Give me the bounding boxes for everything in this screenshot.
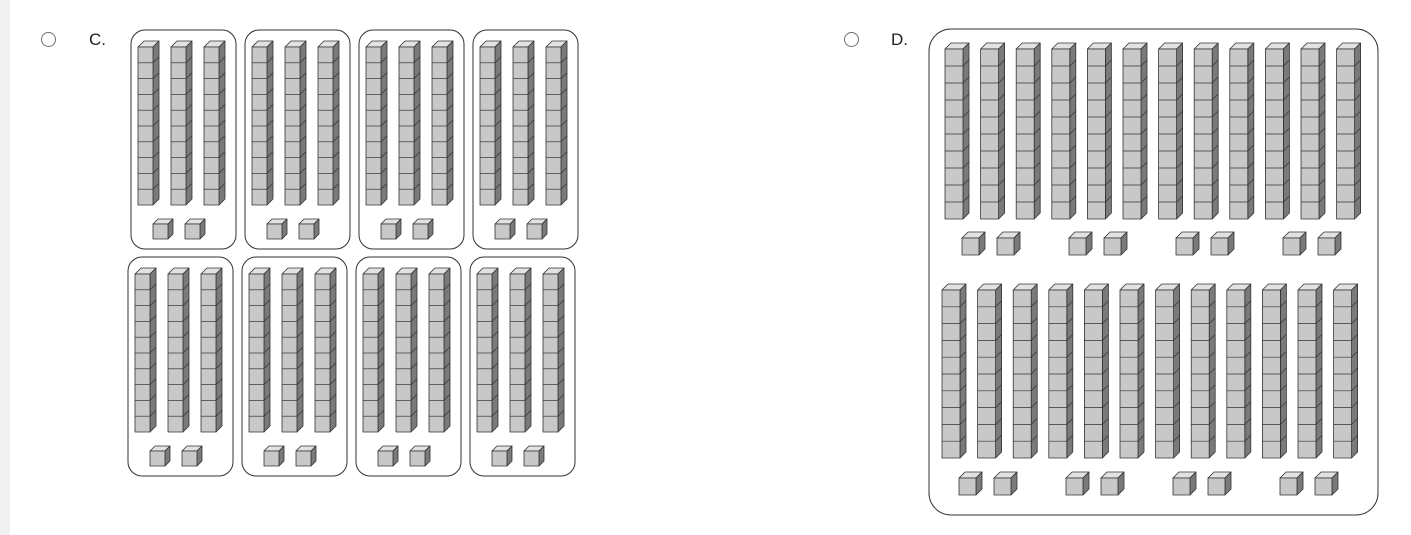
unit-cube xyxy=(1175,231,1200,256)
unit-cube xyxy=(266,218,288,240)
unit-cube xyxy=(1314,471,1339,496)
group-box xyxy=(244,29,351,250)
ten-rod xyxy=(1158,42,1183,220)
option-c-radio[interactable] xyxy=(41,32,56,47)
ten-rod xyxy=(365,40,388,206)
ten-rod xyxy=(281,267,304,433)
ten-rod xyxy=(1297,283,1323,459)
ten-rod xyxy=(1229,42,1255,220)
unit-cube xyxy=(996,231,1021,256)
unit-cube xyxy=(526,218,548,240)
unit-cube xyxy=(961,231,986,256)
unit-cube xyxy=(1100,471,1125,496)
option-d-label: D. xyxy=(891,30,908,49)
ten-rod xyxy=(1262,283,1287,459)
ten-rod xyxy=(203,40,226,206)
ten-rod xyxy=(137,40,160,206)
unit-cube xyxy=(1065,471,1090,496)
ten-rod xyxy=(1119,283,1145,459)
ten-rod xyxy=(248,267,271,433)
unit-cube xyxy=(1103,231,1128,256)
group-box xyxy=(130,29,237,250)
group-box xyxy=(469,256,576,477)
ten-rod xyxy=(1015,42,1041,220)
unit-cube xyxy=(1282,231,1307,256)
ten-rod xyxy=(479,40,502,206)
page-left-margin xyxy=(0,0,10,535)
ten-rod xyxy=(251,40,274,206)
ten-rod xyxy=(395,267,418,433)
ten-rod xyxy=(170,40,193,206)
unit-cube xyxy=(181,445,203,467)
unit-cube xyxy=(377,445,399,467)
option-d-radio[interactable] xyxy=(844,32,859,47)
unit-cube xyxy=(1207,471,1232,496)
ten-rod xyxy=(1190,283,1216,459)
ten-rod xyxy=(1051,42,1077,220)
ten-rod xyxy=(398,40,421,206)
ten-rod xyxy=(317,40,340,206)
unit-cube xyxy=(1317,231,1342,256)
unit-cube xyxy=(263,445,285,467)
ten-rod xyxy=(200,267,223,433)
ten-rod xyxy=(428,267,451,433)
group-box xyxy=(355,256,462,477)
option-c-label: C. xyxy=(89,30,106,49)
ten-rod xyxy=(542,267,565,433)
unit-cube xyxy=(1068,231,1093,256)
ten-rod xyxy=(314,267,337,433)
ten-rod xyxy=(1048,283,1074,459)
ten-rod xyxy=(1226,283,1252,459)
unit-cube xyxy=(295,445,317,467)
ten-rod xyxy=(1300,42,1326,220)
group-box xyxy=(127,256,234,477)
group-box xyxy=(241,256,348,477)
unit-cube xyxy=(152,218,174,240)
unit-cube xyxy=(993,471,1018,496)
unit-cube xyxy=(184,218,206,240)
ten-rod xyxy=(512,40,535,206)
ten-rod xyxy=(1333,283,1358,459)
ten-rod xyxy=(980,42,1005,220)
ten-rod xyxy=(1122,42,1148,220)
unit-cube xyxy=(409,445,431,467)
ten-rod xyxy=(134,267,157,433)
group-box xyxy=(472,29,579,250)
ten-rod xyxy=(1193,42,1219,220)
unit-cube xyxy=(1279,471,1304,496)
ten-rod xyxy=(362,267,385,433)
ten-rod xyxy=(944,42,970,220)
figure-border xyxy=(928,28,1379,516)
unit-cube xyxy=(523,445,545,467)
unit-cube xyxy=(298,218,320,240)
ten-rod xyxy=(476,267,499,433)
ten-rod xyxy=(509,267,532,433)
unit-cube xyxy=(380,218,402,240)
unit-cube xyxy=(494,218,516,240)
unit-cube xyxy=(412,218,434,240)
ten-rod xyxy=(1336,42,1361,220)
ten-rod xyxy=(167,267,190,433)
ten-rod xyxy=(431,40,454,206)
unit-cube xyxy=(149,445,171,467)
unit-cube xyxy=(1172,471,1197,496)
ten-rod xyxy=(941,283,967,459)
ten-rod xyxy=(1084,283,1109,459)
group-box xyxy=(358,29,465,250)
ten-rod xyxy=(1087,42,1112,220)
unit-cube xyxy=(1210,231,1235,256)
ten-rod xyxy=(1265,42,1290,220)
unit-cube xyxy=(958,471,983,496)
unit-cube xyxy=(491,445,513,467)
ten-rod xyxy=(1155,283,1180,459)
ten-rod xyxy=(1012,283,1038,459)
ten-rod xyxy=(977,283,1002,459)
ten-rod xyxy=(284,40,307,206)
ten-rod xyxy=(545,40,568,206)
